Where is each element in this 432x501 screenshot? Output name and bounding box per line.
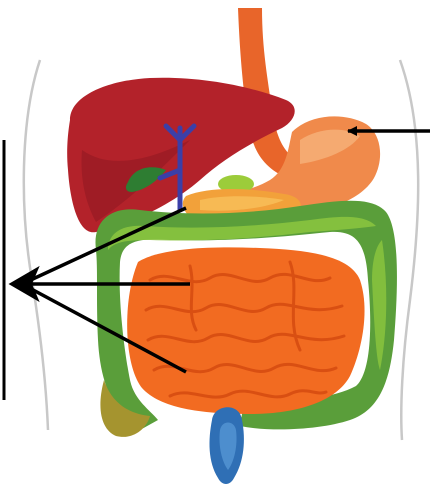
small-intestine [127, 247, 364, 414]
rectum [210, 407, 244, 484]
